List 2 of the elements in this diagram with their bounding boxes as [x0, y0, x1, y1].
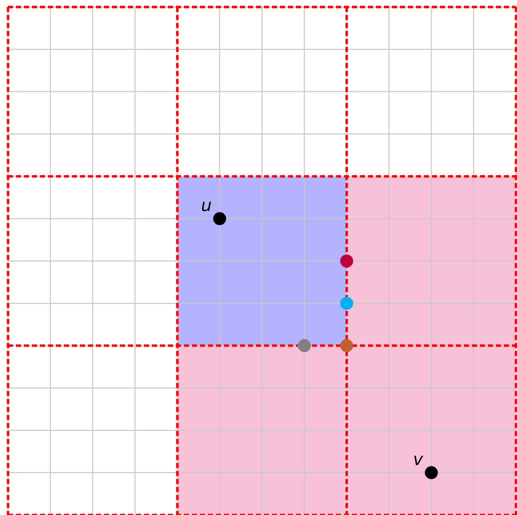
point-label: v [413, 452, 424, 469]
point-label: u [201, 198, 212, 215]
